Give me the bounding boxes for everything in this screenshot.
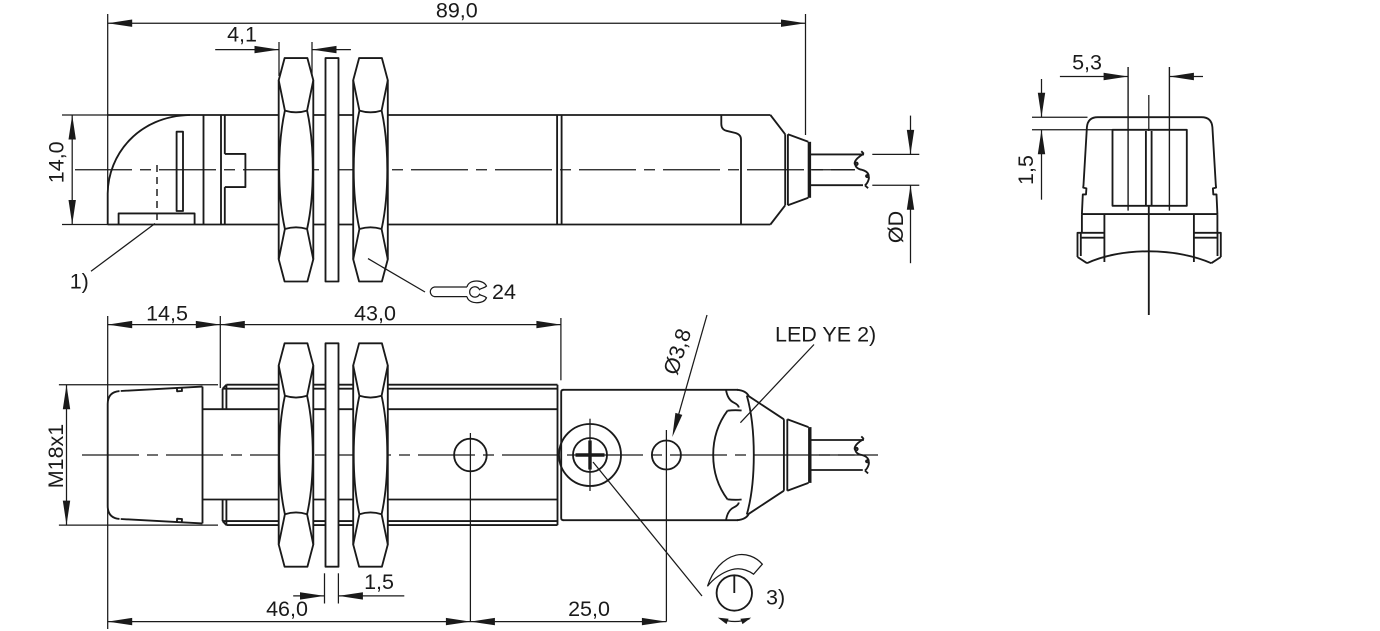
svg-text:25,0: 25,0 — [568, 597, 610, 621]
svg-text:89,0: 89,0 — [436, 0, 478, 23]
svg-text:43,0: 43,0 — [354, 302, 396, 326]
svg-text:14,0: 14,0 — [45, 141, 69, 183]
svg-text:M18x1: M18x1 — [44, 424, 68, 489]
svg-text:ØD: ØD — [884, 211, 908, 243]
svg-text:1): 1) — [70, 270, 89, 294]
svg-text:46,0: 46,0 — [266, 597, 308, 621]
svg-text:24: 24 — [492, 280, 516, 304]
svg-text:5,3: 5,3 — [1072, 51, 1102, 75]
svg-text:1,5: 1,5 — [1014, 155, 1038, 185]
svg-text:4,1: 4,1 — [227, 23, 257, 47]
svg-text:LED YE 2): LED YE 2) — [775, 323, 876, 347]
svg-text:3): 3) — [766, 586, 785, 610]
svg-text:1,5: 1,5 — [364, 570, 394, 594]
svg-text:14,5: 14,5 — [146, 302, 188, 326]
